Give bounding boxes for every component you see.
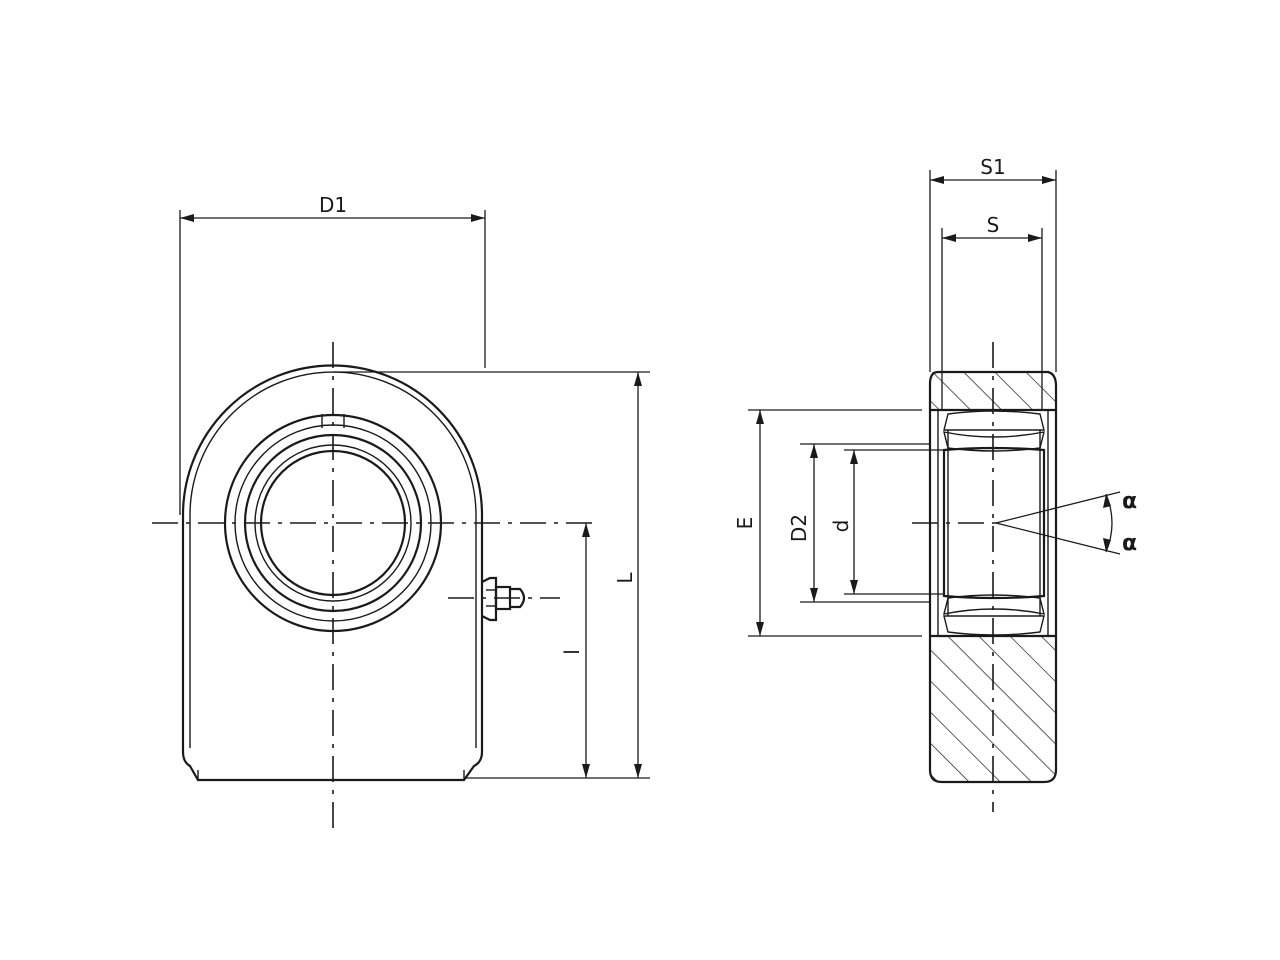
label-S: S <box>987 213 1000 237</box>
label-D2: D2 <box>787 514 811 542</box>
grease-nipple <box>481 576 526 622</box>
outer-race-bottom <box>943 615 1045 636</box>
label-E: E <box>733 517 757 530</box>
side-housing-outline <box>928 370 1058 784</box>
inner-bore <box>942 446 1046 600</box>
inner-ring-bottom <box>943 594 1045 615</box>
inner-ring-top <box>943 431 1045 452</box>
label-alpha-bottom: α <box>1122 531 1137 556</box>
label-alpha-top: α <box>1122 489 1137 514</box>
label-d: d <box>829 520 853 533</box>
front-view: D1 L l <box>152 193 650 830</box>
outer-race-top <box>943 410 1045 431</box>
dimension-D1: D1 <box>179 193 486 515</box>
housing-inner-edge <box>189 515 477 748</box>
dimension-d: d <box>829 449 944 595</box>
dimension-E: E <box>733 409 922 637</box>
housing-outline <box>181 364 484 782</box>
side-view: α α S1 S E <box>733 155 1137 812</box>
dimension-L: L <box>333 371 650 779</box>
label-L: L <box>613 572 637 584</box>
label-l: l <box>560 649 584 655</box>
label-D1: D1 <box>319 193 347 217</box>
label-S1: S1 <box>980 155 1005 179</box>
dimension-S: S <box>941 213 1043 410</box>
dimension-alpha: α α <box>995 489 1137 556</box>
dimension-S1: S1 <box>929 155 1057 372</box>
snap-ring-gap <box>321 414 345 428</box>
dimension-D2: D2 <box>787 443 930 603</box>
dimension-l: l <box>560 523 590 778</box>
